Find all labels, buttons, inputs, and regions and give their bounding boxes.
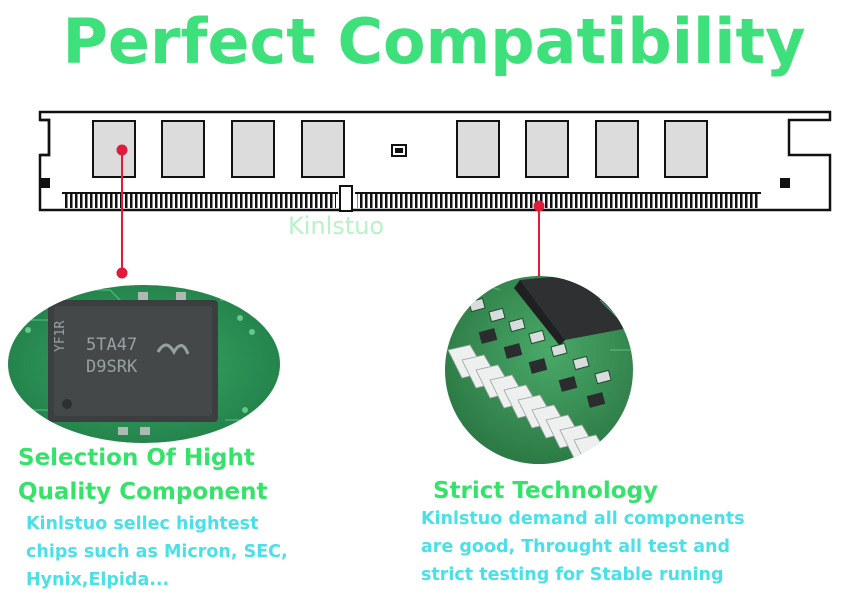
right-feature-description: Kinlstuo demand all components are good,…	[421, 505, 745, 589]
watermark: Kinlstuo	[288, 212, 385, 240]
right-feature-text-line-3: strict testing for Stable runing	[421, 565, 724, 585]
left-feature-title: Selection Of Hight Quality Component	[18, 441, 267, 509]
left-feature-title-line-1: Selection Of Hight	[18, 445, 255, 471]
chip-side-marking: YF1R	[53, 321, 68, 352]
left-feature-title-line-2: Quality Component	[18, 479, 268, 505]
right-feature-text-line-2: are good, Throught all test and	[421, 537, 730, 557]
chip-marking-line-2: D9SRK	[86, 357, 138, 377]
left-feature-description: Kinlstuo sellec hightest chips such as M…	[26, 510, 288, 594]
left-feature-text-line-3: Hynix,Elpida...	[26, 570, 170, 590]
pcb-closeup	[445, 276, 633, 464]
headline: Perfect Compatibility	[62, 5, 806, 78]
brand-logo-icon	[156, 343, 190, 356]
right-feature-text-line-1: Kinlstuo demand all components	[421, 509, 745, 529]
gold-finger-pins	[62, 192, 761, 208]
chip-closeup: 5TA47 D9SRK YF1R	[8, 285, 280, 443]
left-feature-text-line-1: Kinlstuo sellec hightest	[26, 514, 259, 534]
right-feature-title: Strict Technology	[433, 478, 658, 504]
chip-marking-line-1: 5TA47	[86, 335, 137, 355]
left-feature-text-line-2: chips such as Micron, SEC,	[26, 542, 288, 562]
memory-chips	[92, 120, 708, 178]
